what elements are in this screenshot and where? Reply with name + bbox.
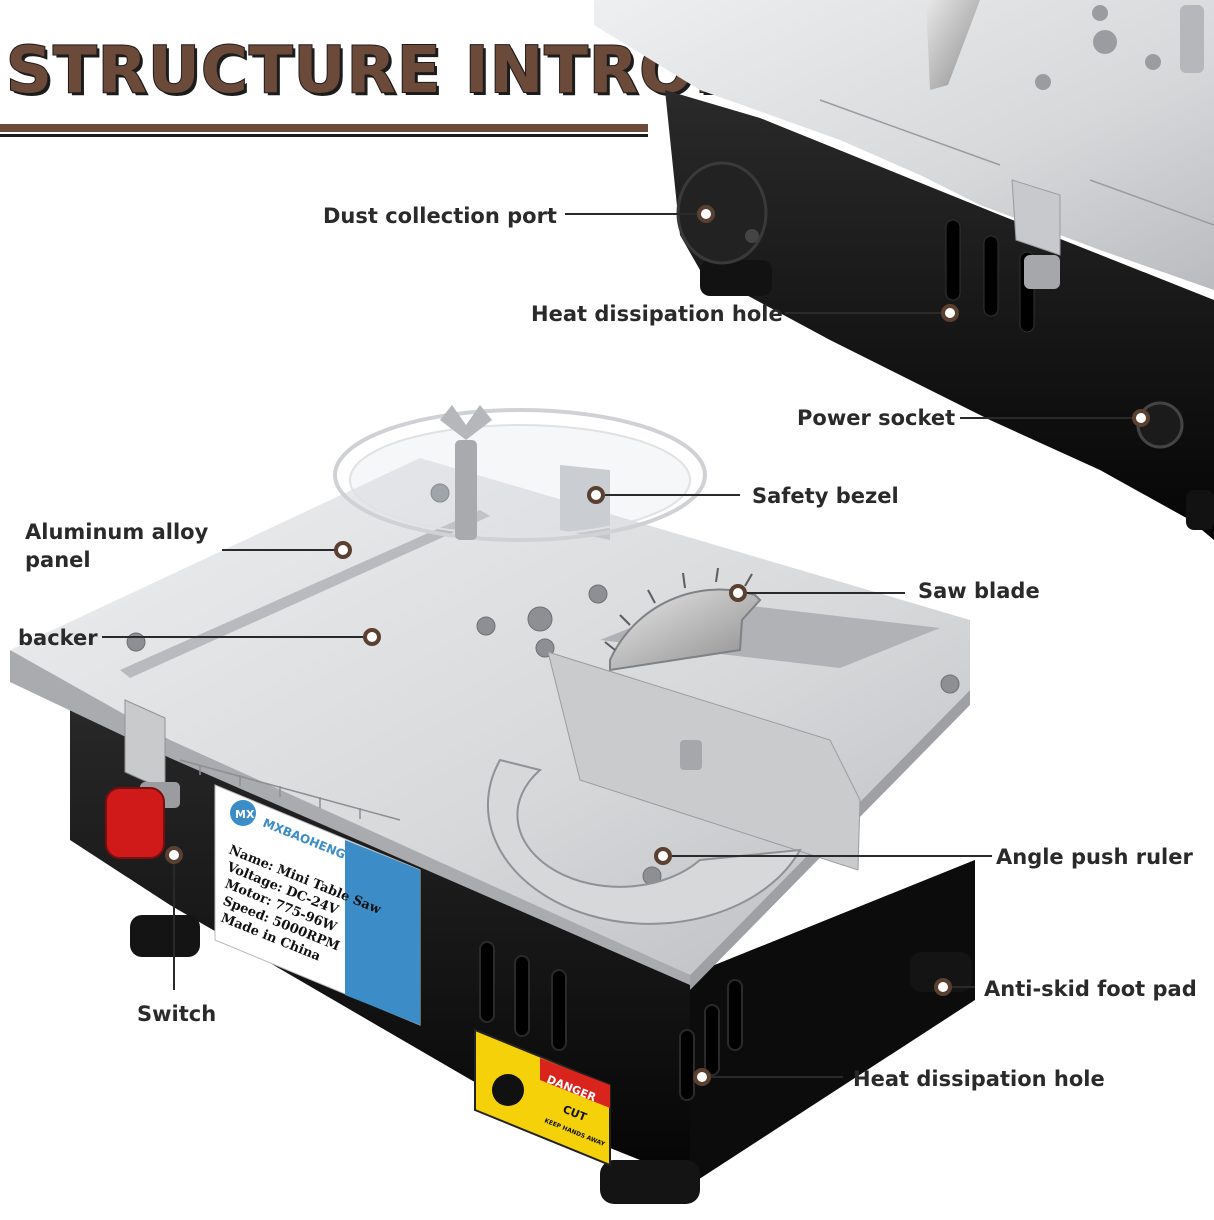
marker-foot-pad: [934, 978, 952, 996]
front-vents: [479, 941, 743, 1101]
label-switch: Switch: [137, 1002, 217, 1026]
label-aluminum-alloy-panel-line2: panel: [25, 548, 91, 572]
label-aluminum-alloy-panel-line1: Aluminum alloy: [25, 520, 209, 544]
saw-body-right-face: [690, 860, 975, 1185]
closeup-fence: [1011, 179, 1061, 256]
closeup-foot-right: [1186, 490, 1214, 530]
label-heat-dissipation-hole-bottom: Heat dissipation hole: [853, 1067, 1105, 1091]
label-safety-bezel: Safety bezel: [752, 484, 899, 508]
main-saw: MX MXBAOHENG Name: Mini Table Saw Voltag…: [10, 405, 975, 1204]
closeup-vent-1: [945, 219, 961, 301]
marker-aluminum-panel: [334, 541, 352, 559]
title-underline-shadow: [0, 134, 648, 137]
closeup-view: [594, 0, 1214, 540]
marker-heat-hole-bottom: [693, 1068, 711, 1086]
aluminum-alloy-panel-shape: [10, 458, 970, 975]
nameplate: MX MXBAOHENG Name: Mini Table Saw Voltag…: [214, 784, 421, 1026]
label-dust-collection-port: Dust collection port: [323, 204, 557, 228]
marker-safety-bezel: [587, 486, 605, 504]
danger-band: [540, 1058, 610, 1108]
label-backer: backer: [18, 626, 98, 650]
label-saw-blade: Saw blade: [918, 579, 1040, 603]
marker-switch: [165, 846, 183, 864]
label-power-socket: Power socket: [797, 406, 956, 430]
foot-left: [130, 915, 200, 957]
marker-heat-hole-top: [941, 304, 959, 322]
label-heat-dissipation-hole-top: Heat dissipation hole: [531, 302, 783, 326]
closeup-hole-2: [1093, 30, 1117, 54]
closeup-screw: [745, 229, 759, 243]
brand-logo-icon: [230, 800, 256, 826]
closeup-vent-2: [983, 235, 999, 317]
saw-blade-teeth: [604, 567, 753, 651]
closeup-black-body: [665, 90, 1214, 540]
warning-label: DANGER CUT KEEP HANDS AWAY: [474, 1028, 611, 1167]
closeup-saw-blade: [926, 0, 980, 90]
closeup-post: [1180, 5, 1204, 73]
marker-backer: [363, 628, 381, 646]
ruler-bolt: [680, 740, 702, 770]
foot-right: [910, 952, 972, 992]
angle-push-ruler-shape: [486, 758, 802, 925]
aluminum-front-edge: [10, 650, 690, 985]
callout-markers: [165, 205, 1150, 1086]
warning-label-card: [474, 1028, 611, 1167]
power-switch-shape: [105, 787, 165, 859]
closeup-foot-left: [700, 260, 772, 296]
marker-dust-port: [697, 205, 715, 223]
closeup-hole-1: [1035, 74, 1051, 90]
marker-angle-ruler: [654, 847, 672, 865]
label-anti-skid-foot-pad: Anti-skid foot pad: [984, 977, 1197, 1001]
logo-text: MX: [235, 808, 255, 821]
safety-bezel-inner: [349, 424, 691, 536]
closeup-knob: [1024, 255, 1060, 289]
panel-screw-holes: [126, 483, 960, 886]
saw-blade-shape: [609, 588, 762, 672]
label-angle-push-ruler: Angle push ruler: [996, 845, 1193, 869]
bezel-post: [455, 440, 477, 540]
backer-upright: [560, 465, 610, 540]
closeup-ruler: [819, 99, 1214, 226]
marker-power-socket: [1132, 409, 1150, 427]
leader-lines: [102, 213, 1135, 1078]
wing-nut: [440, 405, 492, 440]
panel-ruler-ticks: [179, 759, 401, 821]
title-underline: [0, 124, 648, 132]
closeup-hole-3: [1092, 5, 1108, 21]
angle-fence: [547, 651, 861, 871]
foot-front: [600, 1160, 700, 1204]
hand-hazard-icon: [492, 1074, 524, 1106]
nameplate-blue-band: [345, 840, 420, 1025]
safety-bezel-shape: [333, 408, 707, 542]
closeup-hole-4: [1145, 54, 1161, 70]
marker-saw-blade: [729, 584, 747, 602]
